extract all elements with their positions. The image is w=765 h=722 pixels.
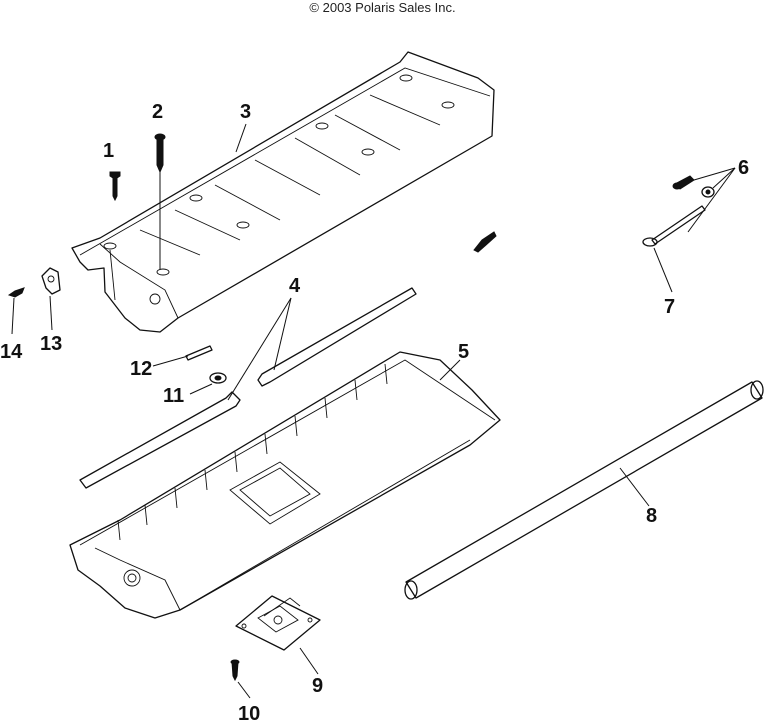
top-cover-holes [103, 74, 455, 305]
top-cover-ribs [139, 94, 441, 256]
callout-10: 10 [238, 703, 260, 722]
tray-ribs [117, 363, 388, 541]
part-12-pin [185, 345, 213, 361]
callout-7: 7 [664, 296, 675, 318]
part-2-bolt [154, 133, 166, 270]
copyright-notice: © 2003 Polaris Sales Inc. [309, 0, 456, 15]
part-6-fastener-set [473, 175, 715, 253]
part-1-screw [109, 171, 121, 202]
callout-12: 12 [130, 358, 152, 380]
part-4-rods [79, 287, 417, 489]
part-10-screw [230, 659, 240, 682]
callout-5: 5 [458, 341, 469, 363]
part-3-top-cover [71, 51, 495, 333]
callout-labels: 1 2 3 4 5 6 7 8 9 10 11 12 13 14 [0, 101, 749, 722]
leader-lines [11, 123, 736, 699]
callout-8: 8 [646, 505, 657, 527]
callout-13: 13 [40, 333, 62, 355]
part-11-washer [209, 372, 227, 384]
callout-14: 14 [0, 341, 23, 363]
callout-6: 6 [738, 157, 749, 179]
callout-2: 2 [152, 101, 163, 123]
part-9-latch-plate [235, 595, 321, 651]
part-13-clip [41, 267, 61, 295]
callout-4: 4 [289, 275, 301, 297]
part-5-tray [69, 351, 501, 619]
callout-11: 11 [163, 385, 184, 407]
callout-3: 3 [240, 101, 251, 123]
tray-inner-window [229, 461, 321, 525]
part-14-screw [7, 287, 25, 298]
callout-9: 9 [312, 675, 323, 697]
part-8-tube [404, 380, 764, 600]
callout-1: 1 [103, 140, 114, 162]
